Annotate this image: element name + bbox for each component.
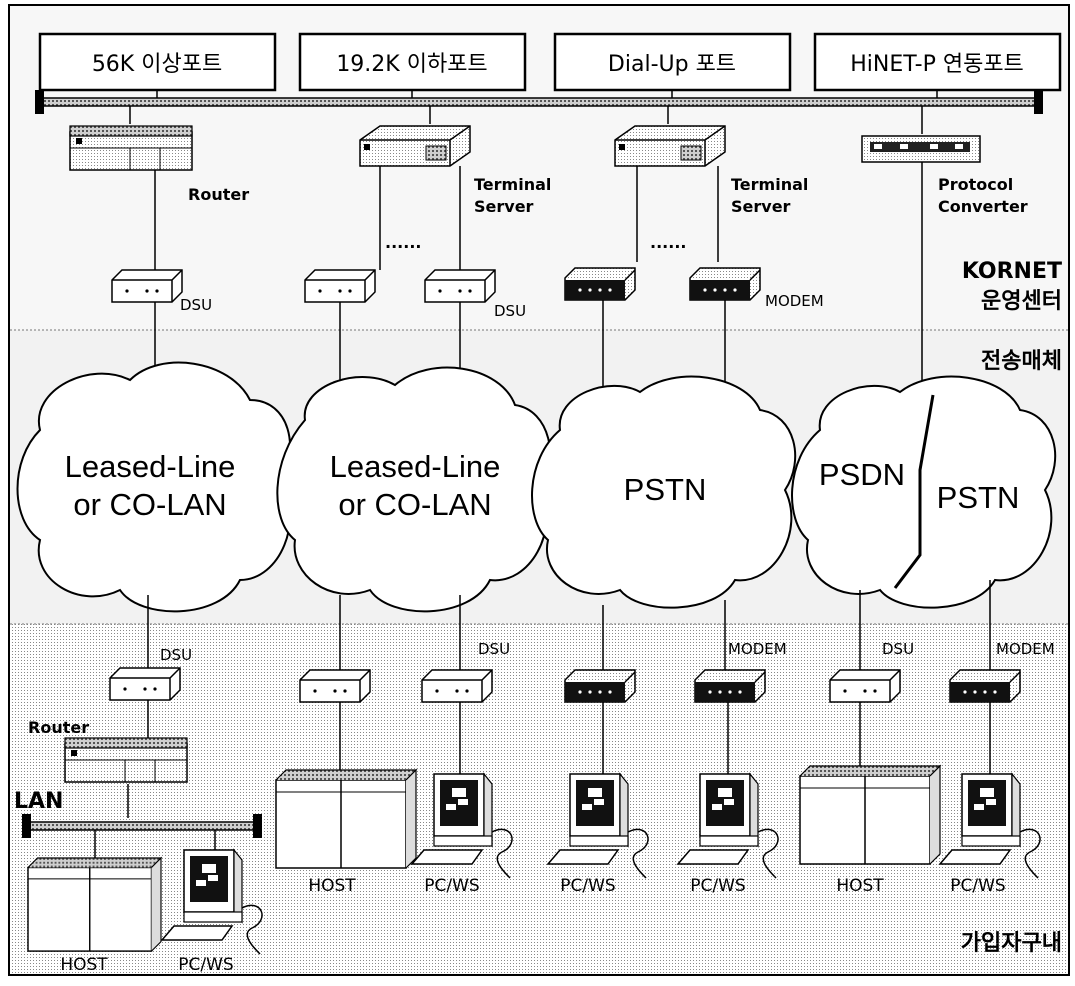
terminal-server-1-icon [359,125,471,167]
cloud-1: Leased-Line or CO-LAN [16,361,291,613]
sub-modem-3-icon [949,669,1021,703]
center-dsu-1-icon [111,269,183,303]
sub-dsu-3-icon [421,669,493,703]
port-label-3: Dial-Up 포트 [608,52,736,77]
host-1-label: HOST [60,955,108,975]
host-3-icon [799,765,941,865]
center-modem-2-icon [689,267,761,301]
cloud-4: PSDN PSTN [791,375,1057,609]
zone-subscriber-label: 가입자구내 [961,931,1062,956]
center-dsu-1-label: DSU [180,296,212,314]
lan-label: LAN [14,789,63,814]
dots-label-2: ...... [650,233,686,252]
terminal-server-2-label-line1: Terminal [731,175,808,194]
center-modem-1-icon [564,267,636,301]
terminal-server-2-label-line2: Server [731,197,791,216]
host-2-icon [275,769,417,869]
sub-modem-b-label: MODEM [996,640,1055,658]
sub-router-label: Router [28,718,89,737]
pcws-4-label: PC/WS [690,876,745,896]
port-box-3: Dial-Up 포트 [553,32,792,92]
cloud-3-label: PSTN [624,472,707,507]
sub-dsu-c-label: DSU [882,640,914,658]
terminal-server-1-label-line1: Terminal [474,175,551,194]
center-router-icon [69,125,193,171]
sub-router-icon [64,737,188,783]
pcws-1-label: PC/WS [178,955,233,975]
backbone-bus [35,90,1043,114]
port-label-2: 19.2K 이하포트 [336,52,487,77]
sub-dsu-2-icon [299,669,371,703]
sub-modem-2-icon [694,669,766,703]
cloud-3: PSTN [531,375,797,609]
sub-modem-a-label: MODEM [728,640,787,658]
pcws-5-label: PC/WS [950,876,1005,896]
pcws-3-label: PC/WS [560,876,615,896]
zone-media-label: 전송매체 [981,349,1062,374]
port-label-1: 56K 이상포트 [92,52,222,77]
protocol-converter-label-line2: Converter [938,197,1028,216]
host-2-label: HOST [308,876,356,896]
host-3-label: HOST [836,876,884,896]
sub-modem-1-icon [564,669,636,703]
terminal-server-2-icon [614,125,726,167]
sub-dsu-a-label: DSU [160,646,192,664]
lan-bus [22,814,262,838]
zone-center-label-line1: KORNET [962,259,1062,284]
port-label-4: HiNET-P 연동포트 [850,52,1024,77]
protocol-converter-label-line1: Protocol [938,175,1013,194]
backbone-drops [129,106,923,134]
center-modem-2-label: MODEM [765,292,824,310]
port-box-1: 56K 이상포트 [38,32,277,92]
protocol-converter-icon [861,135,981,163]
cloud-2: Leased-Line or CO-LAN [276,366,552,613]
cloud-1-label-line2: or CO-LAN [73,487,226,522]
cloud-1-label-line1: Leased-Line [65,449,236,484]
subscriber-down-lines [94,700,991,860]
center-dsu-3-icon [424,269,496,303]
center-dsu-3-label: DSU [494,302,526,320]
center-down-lines [154,162,923,410]
center-dsu-2-icon [304,269,376,303]
cloud-4-label-right: PSTN [937,480,1020,515]
zone-center-label-line2: 운영센터 [981,289,1062,314]
cloud-to-subscriber-lines [147,580,991,670]
sub-dsu-1-icon [109,667,181,701]
terminal-server-1-label-line2: Server [474,197,534,216]
port-box-4: HiNET-P 연동포트 [813,32,1062,92]
center-router-label: Router [188,185,249,204]
pcws-2-label: PC/WS [424,876,479,896]
cloud-4-label-left: PSDN [819,457,905,492]
dots-label-1: ...... [385,233,421,252]
cloud-2-label-line2: or CO-LAN [338,487,491,522]
port-box-2: 19.2K 이하포트 [298,32,527,92]
sub-dsu-4-icon [829,669,901,703]
cloud-2-label-line1: Leased-Line [330,449,501,484]
sub-dsu-b-label: DSU [478,640,510,658]
host-1-icon [27,857,162,952]
